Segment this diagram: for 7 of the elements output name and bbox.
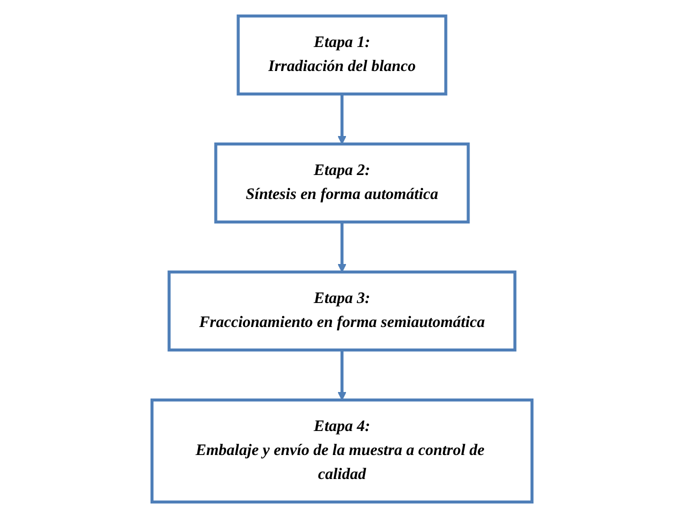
node-box: Etapa 4: Embalaje y envío de la muestra a control de calidad (150, 398, 533, 503)
arrow (337, 94, 346, 144)
node-box: Etapa 1: Irradiación del blanco (236, 14, 447, 95)
node-box: Etapa 2: Síntesis en forma automática (214, 142, 470, 223)
node-box: Etapa 3: Fraccionamiento en forma semiautomática (167, 270, 516, 351)
arrow (337, 350, 346, 400)
arrow (337, 222, 346, 272)
